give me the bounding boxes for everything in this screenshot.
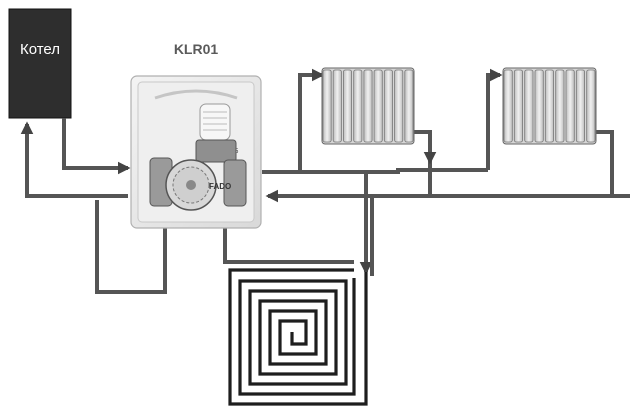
boiler-label: Котел [20,41,60,58]
radiator-section [524,69,534,143]
mixing-module-klr01: 4 5 FADO [130,75,262,229]
bypass-loop-pipe [95,200,167,294]
radiator-section [322,69,332,143]
radiator-section [586,69,596,143]
radiator-section [544,69,554,143]
boiler-supply-pipe [62,118,131,175]
radiator-section [565,69,575,143]
radiator-section [555,69,565,143]
circulation-pump [165,159,217,211]
boiler: Котел [8,8,72,119]
radiator-left [321,67,415,145]
pipework [20,68,630,294]
radiator-section [503,69,513,143]
underfloor-heating-coil [228,268,368,406]
radiator-right-feed [486,68,503,170]
radiator-section [394,69,404,143]
radiator-right [502,67,597,145]
radiator-left-feed [298,68,325,172]
radiator-section [575,69,585,143]
radiator-section [383,69,393,143]
radiator-section [353,69,363,143]
radiator-section [513,69,523,143]
floor-loop-return [218,211,354,264]
radiator-right-sections [503,69,596,143]
brand-logo: FADO [209,182,231,191]
module-title: KLR01 [174,41,219,57]
boiler-return-pipe [20,121,128,198]
radiator-left-sections [322,69,414,143]
radiator-right-return [596,130,614,196]
radiator-supply-pipe [262,168,488,174]
radiator-section [342,69,352,143]
radiator-section [404,69,414,143]
radiator-section [373,69,383,143]
radiator-section [534,69,544,143]
radiator-left-return [414,130,432,196]
radiator-section [363,69,373,143]
radiator-section [332,69,342,143]
